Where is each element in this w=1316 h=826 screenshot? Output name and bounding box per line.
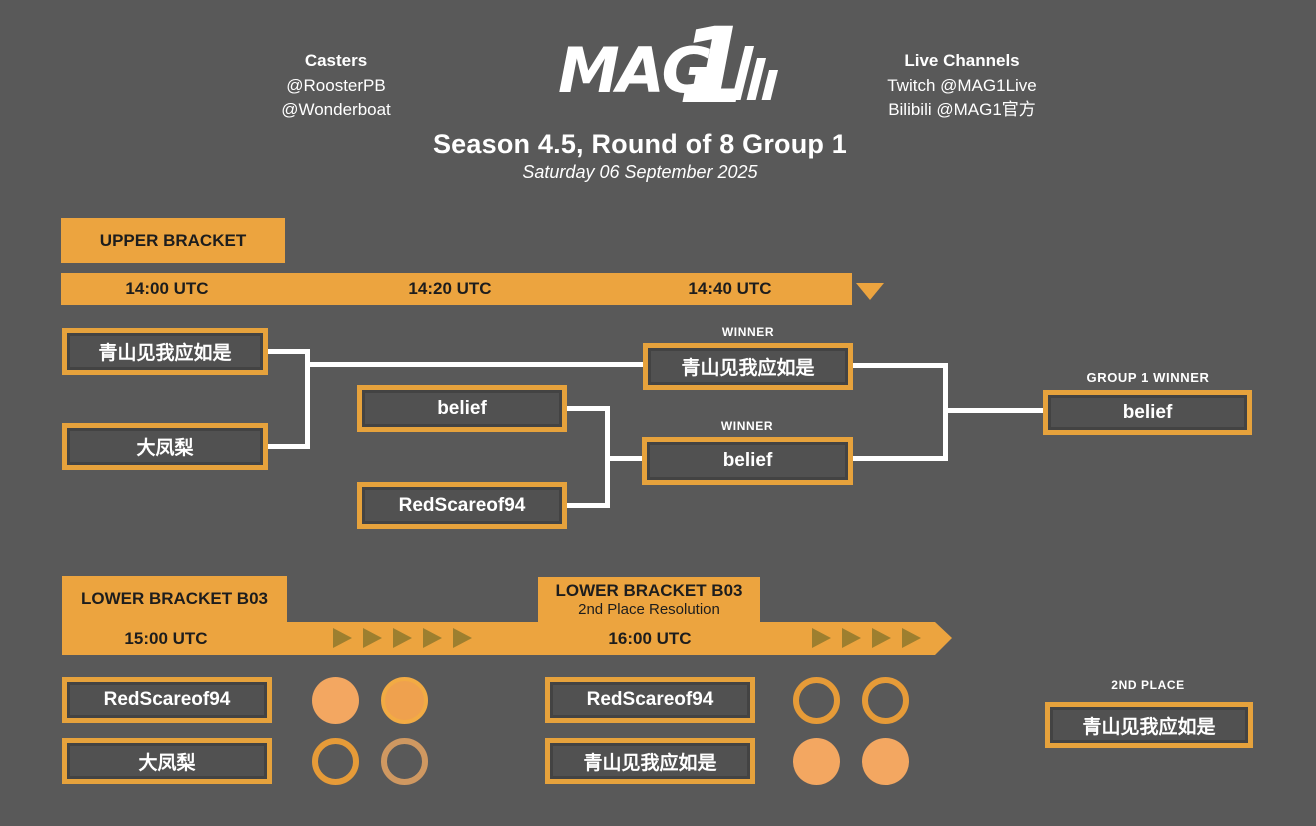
second-place-label: 2ND PLACE [1111, 678, 1185, 692]
page-subtitle: Saturday 06 September 2025 [522, 162, 758, 182]
progress-arrow-icon [842, 628, 861, 648]
lower-bracket2-header: LOWER BRACKET B03 2nd Place Resolution [538, 577, 760, 622]
team-box-lb1-team2: 大凤梨 [62, 738, 272, 784]
winner-label-sf2: WINNER [720, 419, 774, 433]
progress-arrow-icon [333, 628, 352, 648]
connector-line [943, 408, 1043, 413]
game-circles-lb2-team2 [793, 738, 909, 785]
timeline-end-triangle-icon [856, 283, 884, 300]
game-lost-circle [862, 677, 909, 724]
game-circles-lb1-team2 [312, 738, 428, 785]
game-lost-circle [381, 738, 428, 785]
timeline-arrow-tip-icon [935, 622, 952, 655]
upper-bracket-timeline: 14:00 UTC 14:20 UTC 14:40 UTC [61, 273, 852, 305]
connector-line [567, 503, 610, 508]
casters-block: Casters @RoosterPB @Wonderboat [256, 48, 416, 122]
timeline-time: 14:20 UTC [408, 279, 492, 298]
lower-bracket1-header: LOWER BRACKET B03 [62, 576, 287, 622]
team-box-lb2-team1: RedScareof94 [545, 677, 755, 723]
upper-bracket-header: UPPER BRACKET [61, 218, 285, 263]
timeline-time: 14:40 UTC [688, 279, 772, 298]
second-place-box: 青山见我应如是 [1045, 702, 1253, 748]
timeline-time: 14:00 UTC [125, 279, 209, 298]
team-box-ub-sf1-team1: 青山见我应如是 [62, 328, 268, 375]
team-box-ub-sf2-team2: RedScareof94 [357, 482, 567, 529]
progress-arrows [333, 628, 472, 648]
lower-bracket-timeline [62, 622, 935, 655]
progress-arrow-icon [423, 628, 442, 648]
progress-arrow-icon [453, 628, 472, 648]
live-channels-block: Live Channels Twitch @MAG1Live Bilibili … [862, 48, 1062, 122]
team-box-ub-sf1-team2: 大凤梨 [62, 423, 268, 470]
team-box-ub-sf2-team1: belief [357, 385, 567, 432]
page-title: Season 4.5, Round of 8 Group 1 [432, 129, 848, 159]
progress-arrow-icon [363, 628, 382, 648]
caster-handle: @Wonderboat [281, 100, 391, 119]
progress-arrows [812, 628, 921, 648]
progress-arrow-icon [902, 628, 921, 648]
mag1-logo: MAG 1 [556, 5, 780, 127]
lower-bracket2-subtitle: 2nd Place Resolution [578, 600, 720, 618]
game-circles-lb2-team1 [793, 677, 909, 724]
timeline-time: 15:00 UTC [124, 629, 208, 648]
progress-arrow-icon [393, 628, 412, 648]
winner-box-sf2: belief [642, 437, 853, 485]
game-won-circle [862, 738, 909, 785]
progress-arrow-icon [812, 628, 831, 648]
connector-line [567, 406, 610, 411]
connector-line [305, 362, 643, 367]
lower-bracket2-title: LOWER BRACKET B03 [555, 580, 743, 600]
team-box-lb2-team2: 青山见我应如是 [545, 738, 755, 784]
group-winner-box: belief [1043, 390, 1252, 435]
game-lost-circle [312, 738, 359, 785]
live-channel: Bilibili @MAG1官方 [888, 100, 1036, 119]
connector-line [305, 349, 310, 449]
svg-text:MAG: MAG [558, 34, 711, 107]
connector-line [268, 349, 310, 354]
team-box-lb1-team1: RedScareof94 [62, 677, 272, 723]
connector-line [853, 456, 948, 461]
timeline-time: 16:00 UTC [608, 629, 692, 648]
game-circles-lb1-team1 [312, 677, 428, 724]
winner-label-sf1: WINNER [721, 325, 775, 339]
winner-box-sf1: 青山见我应如是 [643, 343, 853, 390]
game-won-circle [312, 677, 359, 724]
connector-line [268, 444, 310, 449]
live-channel: Twitch @MAG1Live [887, 76, 1037, 95]
live-channels-title: Live Channels [904, 51, 1020, 70]
game-won-circle [793, 738, 840, 785]
svg-text:1: 1 [678, 18, 750, 118]
connector-line [605, 456, 642, 461]
caster-handle: @RoosterPB [286, 76, 386, 95]
group-winner-label: GROUP 1 WINNER [1086, 370, 1210, 385]
connector-line [853, 363, 948, 368]
game-lost-circle [793, 677, 840, 724]
casters-title: Casters [304, 51, 368, 70]
progress-arrow-icon [872, 628, 891, 648]
game-won-circle [381, 677, 428, 724]
